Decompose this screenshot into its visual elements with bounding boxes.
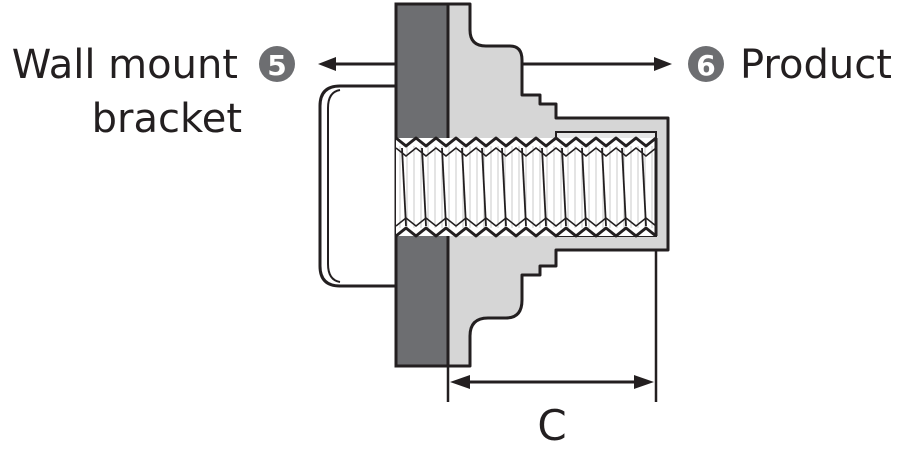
screw-shank — [395, 136, 658, 238]
wall-mount-badge-number: 5 — [267, 49, 286, 82]
screw-head — [318, 84, 398, 288]
wall-mount-badge: 5 — [259, 46, 295, 82]
product-arrow — [522, 57, 672, 71]
dimension-c-label: C — [537, 401, 566, 449]
product-label: Product — [740, 42, 892, 88]
wall-mount-label-line2: bracket — [92, 96, 242, 142]
wall-mount-arrow — [318, 57, 396, 71]
product-badge-number: 6 — [696, 49, 715, 82]
wall-mount-label-line1: Wall mount — [12, 42, 238, 88]
dimension-c-marker — [446, 250, 658, 402]
product-badge: 6 — [688, 46, 724, 82]
screw-head-edge — [327, 89, 341, 283]
